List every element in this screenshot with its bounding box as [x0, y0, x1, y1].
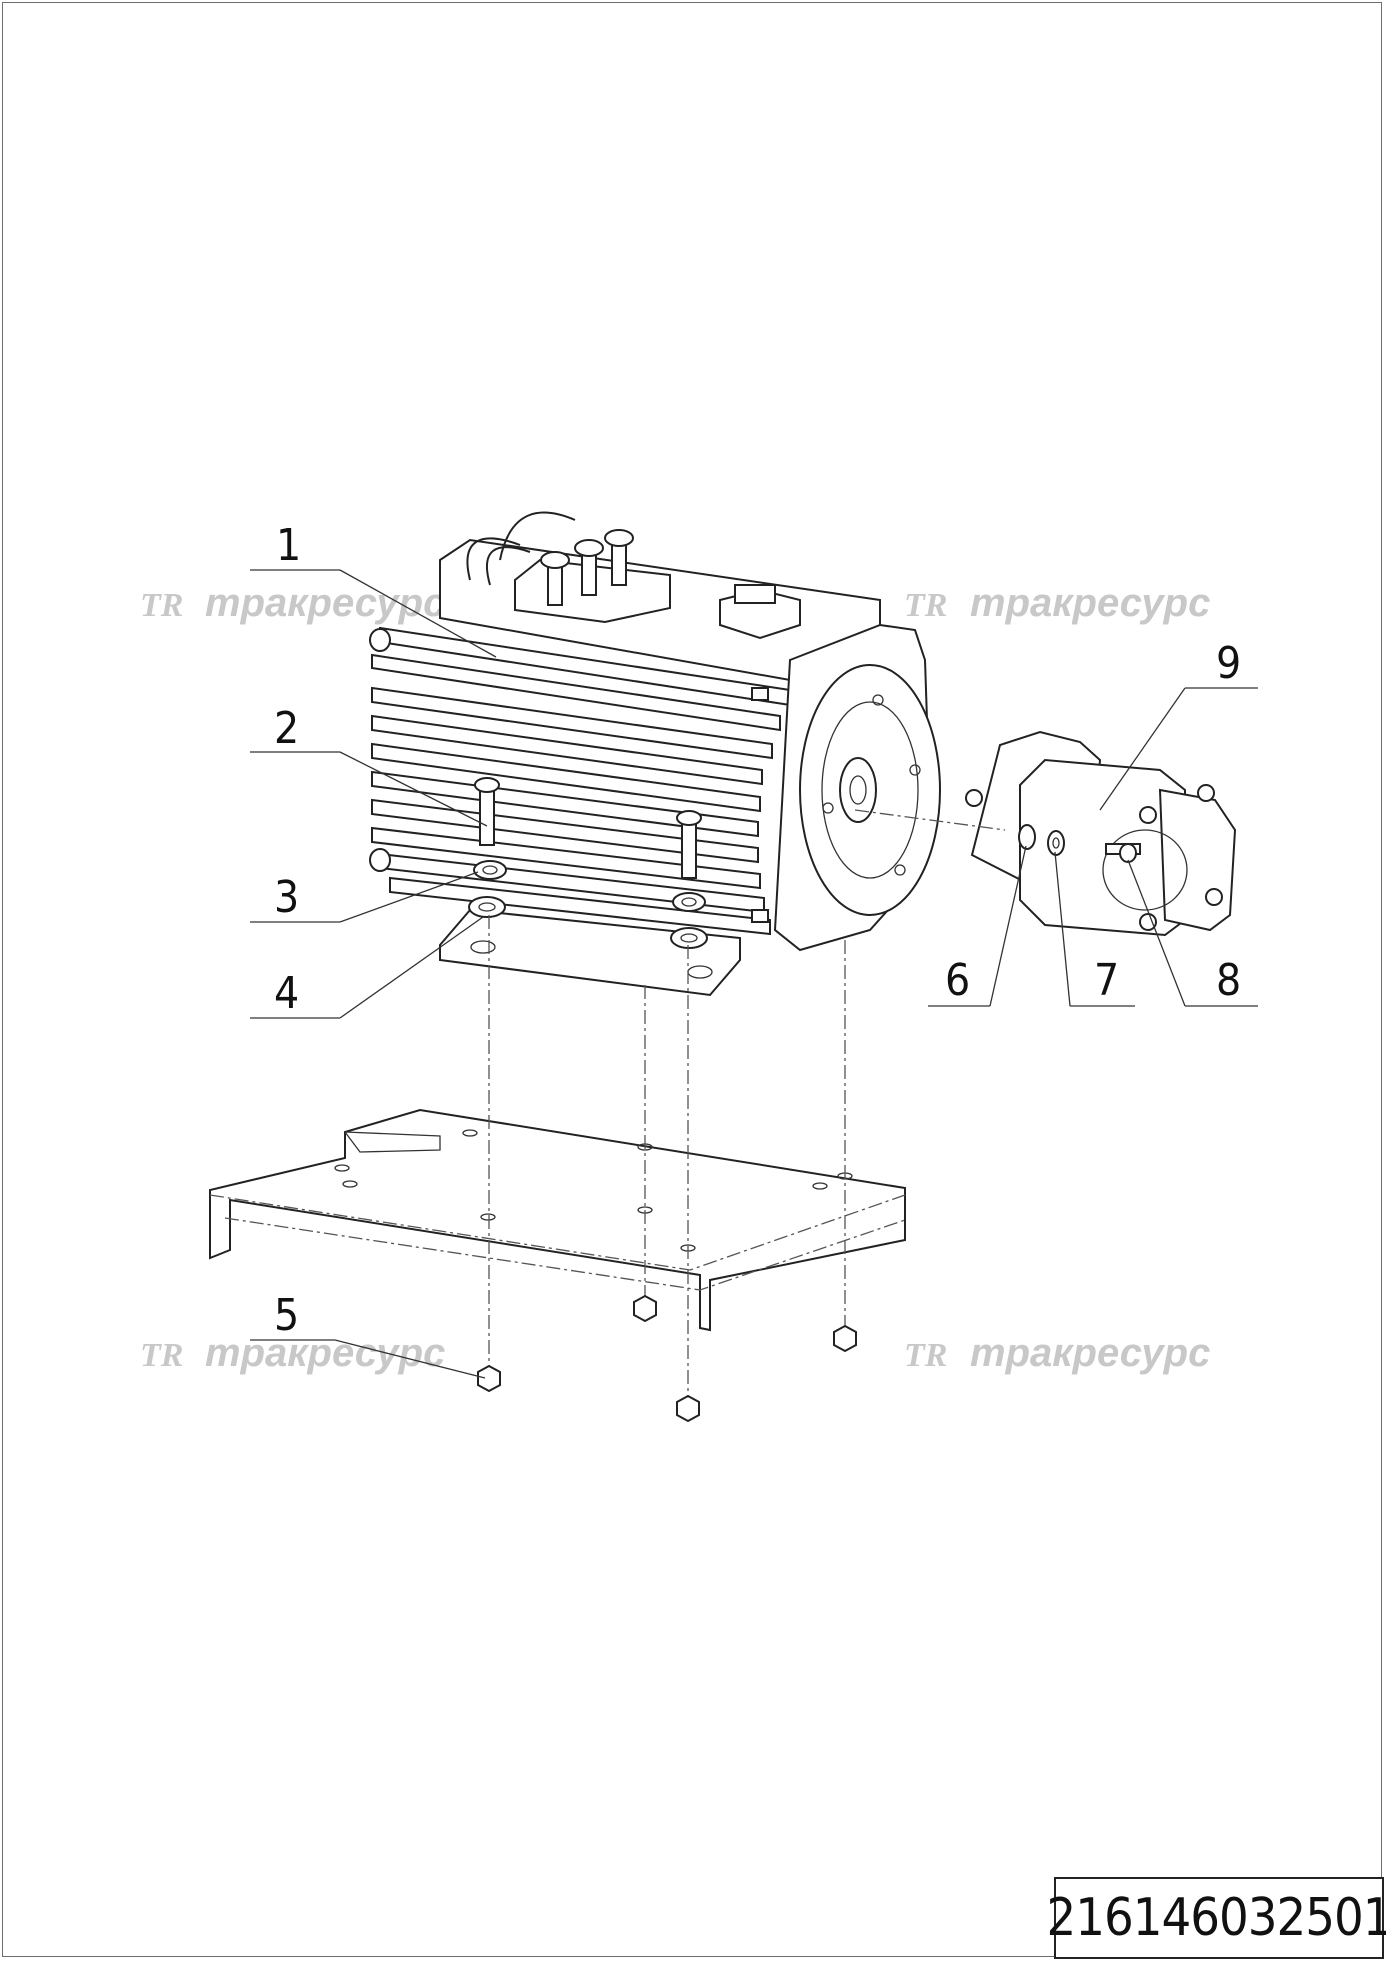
callout-9: 9 — [1099, 638, 1258, 811]
svg-text:тракресурс: тракресурс — [970, 581, 1210, 625]
svg-text:9: 9 — [1216, 638, 1241, 689]
svg-text:8: 8 — [1216, 955, 1241, 1006]
callout-8: 8 — [1127, 859, 1258, 1007]
svg-text:тракресурс: тракресурс — [970, 1331, 1210, 1375]
electric-motor — [369, 511, 941, 997]
svg-text:3: 3 — [274, 872, 299, 923]
svg-text:TR: TR — [904, 587, 947, 624]
svg-text:1: 1 — [276, 520, 301, 571]
callout-4: 4 — [250, 916, 484, 1019]
callout-7: 7 — [1054, 851, 1135, 1007]
svg-text:2: 2 — [274, 703, 299, 754]
drawing-code: 216146032501 — [1046, 1888, 1386, 1948]
callout-5: 5 — [250, 1290, 486, 1379]
svg-text:6: 6 — [945, 955, 970, 1006]
svg-text:7: 7 — [1094, 955, 1119, 1006]
callout-6: 6 — [928, 845, 1027, 1007]
cooling-fins — [371, 626, 791, 936]
watermark-top-right: TR тракресурс — [904, 581, 1210, 625]
drawing-code-box: 216146032501 — [1046, 1877, 1386, 1959]
svg-text:TR: TR — [140, 587, 183, 624]
svg-text:тракресурс: тракресурс — [205, 581, 445, 625]
mounting-frame — [209, 1108, 906, 1332]
watermark-bottom-right: TR тракресурс — [904, 1331, 1210, 1375]
hydraulic-pump — [965, 730, 1237, 937]
svg-text:тракресурс: тракресурс — [205, 1331, 445, 1375]
callout-1: 1 — [250, 520, 497, 658]
svg-text:TR: TR — [904, 1337, 947, 1374]
callout-2: 2 — [250, 703, 488, 827]
watermark-bottom-left: TR тракресурс — [140, 1331, 445, 1375]
nuts — [477, 1294, 857, 1423]
svg-text:5: 5 — [274, 1290, 299, 1341]
svg-text:TR: TR — [140, 1337, 183, 1374]
callout-3: 3 — [250, 871, 479, 923]
watermark-top-left: TR тракресурс — [140, 581, 445, 625]
svg-text:4: 4 — [274, 968, 299, 1019]
assembly-axes — [488, 915, 846, 1405]
